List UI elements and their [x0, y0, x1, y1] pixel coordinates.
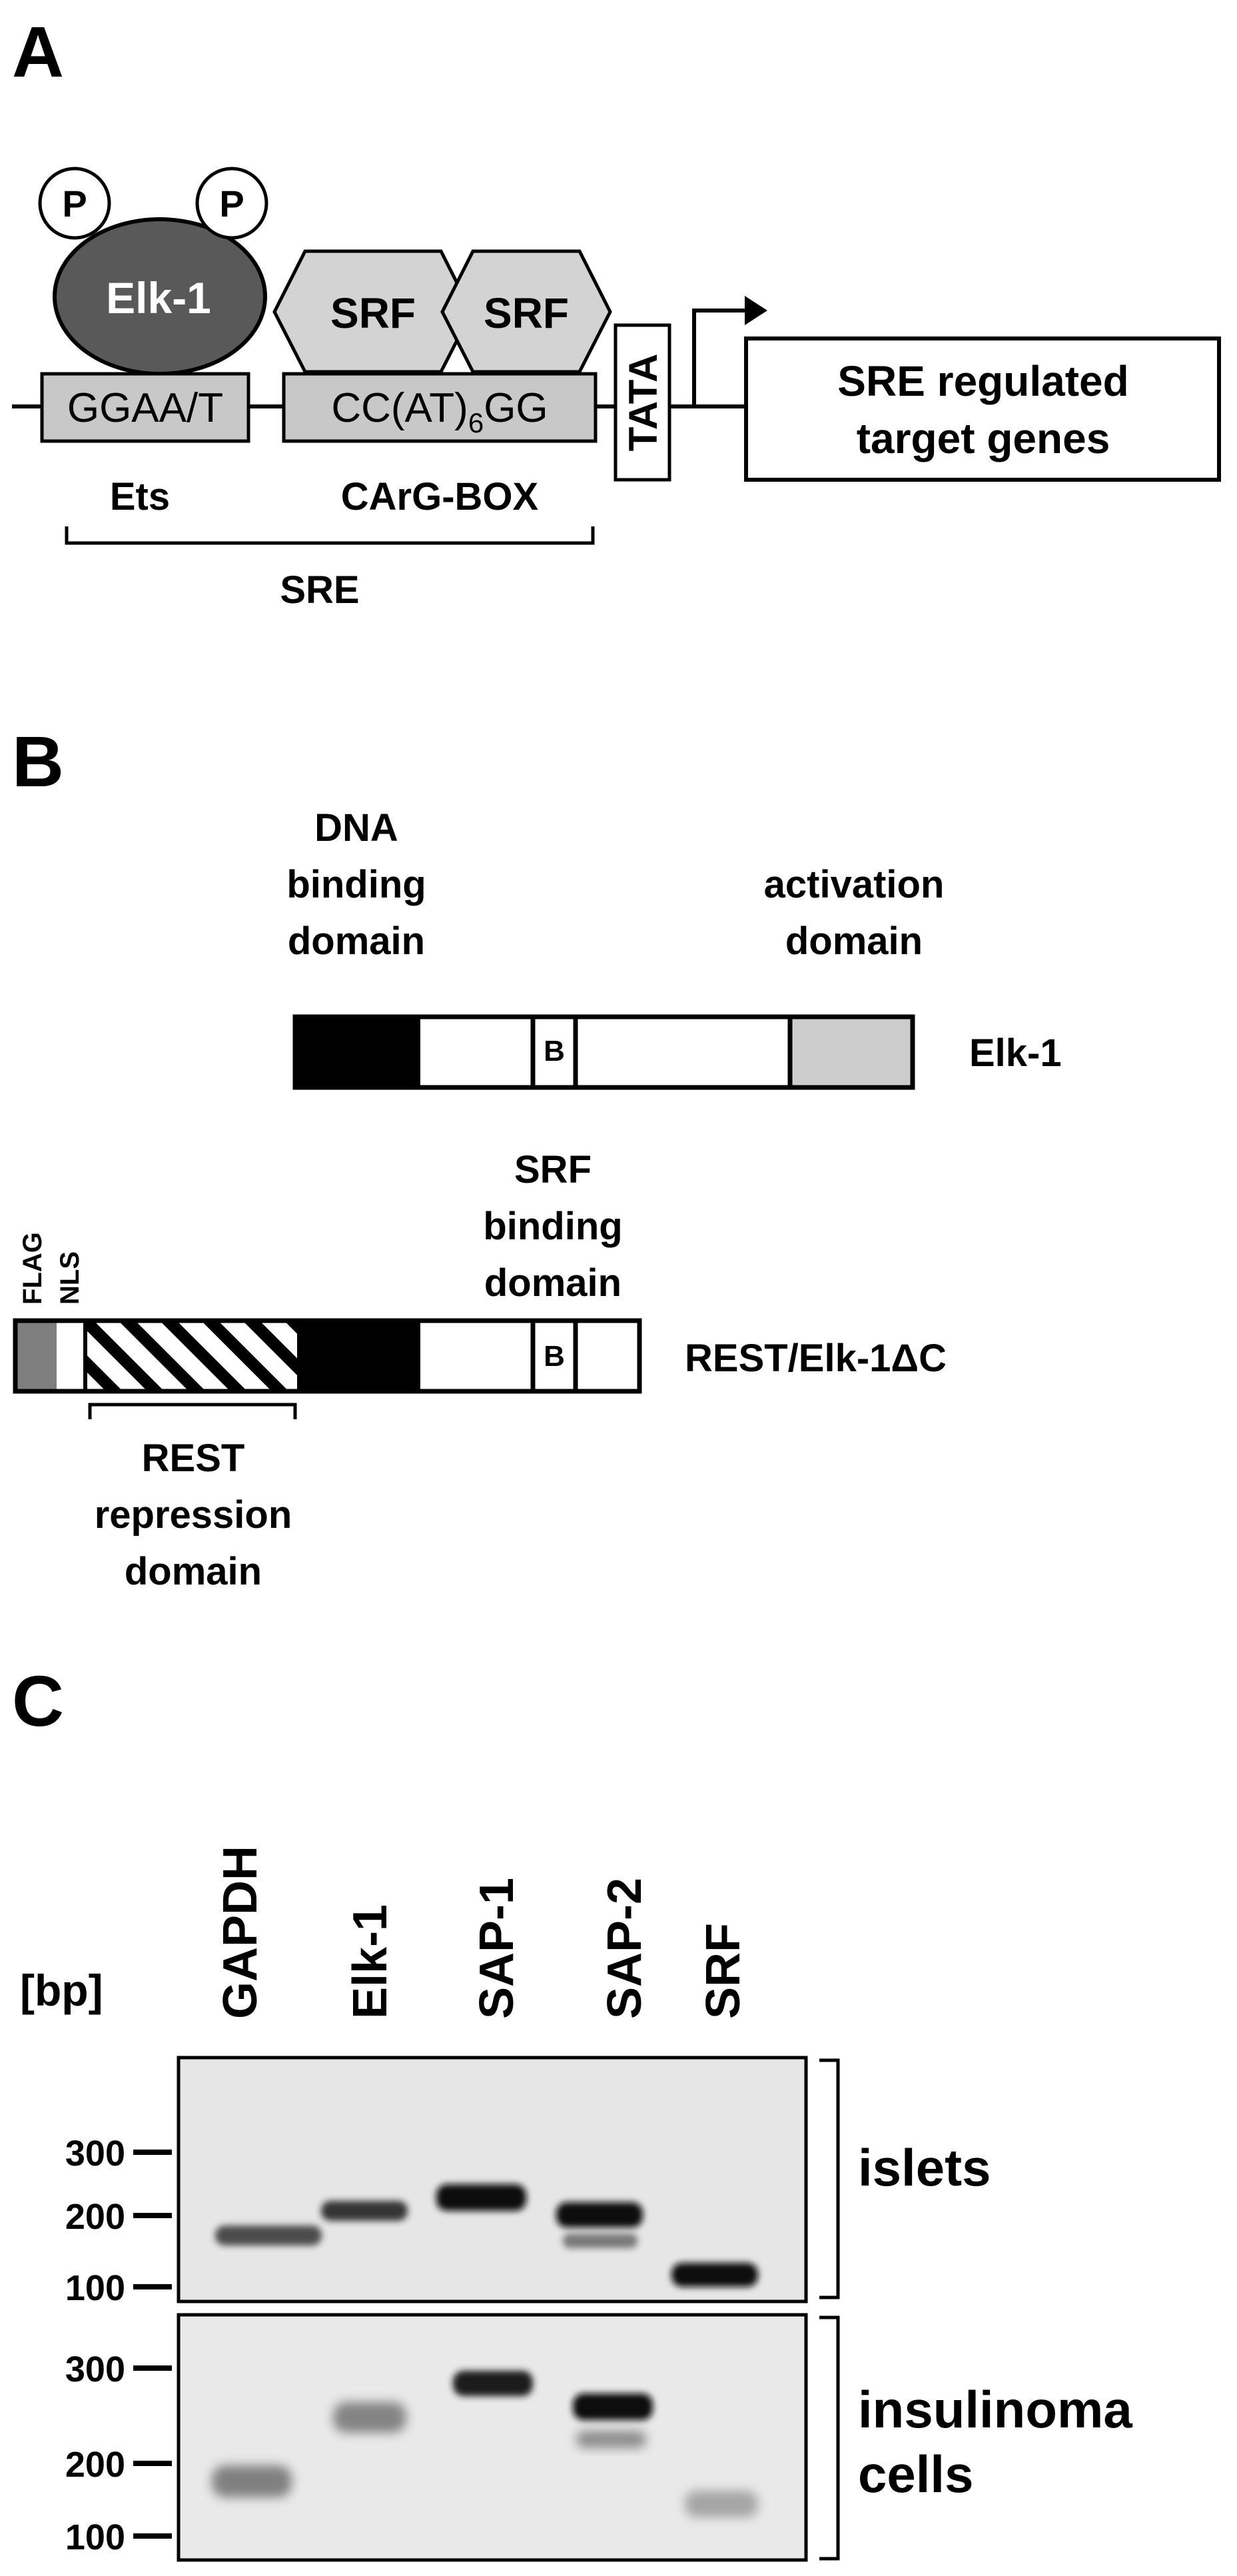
- dna-binding-line2: binding: [286, 863, 426, 906]
- panel-a-label: A: [12, 11, 64, 92]
- phospho-label-2: P: [219, 183, 244, 225]
- islets-bracket: [819, 2058, 840, 2299]
- elk1-b-label: B: [544, 1035, 565, 1067]
- lane-label-srf: SRF: [697, 1923, 750, 2019]
- band-islets-srf: [671, 2263, 758, 2287]
- panel-b-label: B: [12, 721, 64, 802]
- lane-label-sap1: SAP-1: [470, 1878, 524, 2019]
- lane-label-gapdh: GAPDH: [214, 1846, 267, 2019]
- dna-binding-line3: domain: [288, 920, 425, 963]
- carg-suffix: GG: [484, 385, 548, 431]
- band-islets-sap2-lower: [563, 2234, 637, 2248]
- rest-repression-segment: [85, 1321, 297, 1391]
- carg-subscript: 6: [468, 407, 484, 438]
- band-islets-sap1: [436, 2184, 526, 2211]
- srf-binding-line2: binding: [483, 1205, 622, 1248]
- phospho-circle-1: [38, 167, 111, 240]
- flag-segment: [15, 1321, 57, 1391]
- sre-label: SRE: [280, 568, 359, 612]
- tata-box: [614, 323, 671, 482]
- elk1-activation-segment: [787, 1014, 915, 1090]
- rest-elk1-domain-bar: B: [13, 1318, 642, 1394]
- nls-segment: [57, 1321, 85, 1391]
- elk1-bar-border: [292, 1014, 915, 1090]
- carg-box: [282, 372, 598, 443]
- panel-c: C GAPDH Elk-1 SAP-1 SAP-2 SRF [bp] 300 2…: [12, 1660, 1132, 2562]
- srf-binding-line1: SRF: [514, 1148, 592, 1191]
- marker-label-insulinoma-300: 300: [65, 2349, 125, 2389]
- rest-repression-line3: domain: [125, 1550, 262, 1593]
- activation-line1: activation: [764, 863, 945, 906]
- carg-prefix: CC(AT): [331, 385, 468, 431]
- rest-bar-border: [13, 1318, 642, 1394]
- marker-label-insulinoma-200: 200: [65, 2445, 125, 2485]
- marker-label-islets-100: 100: [65, 2268, 125, 2308]
- panel-a: A Elk-1 P P SRF SRF GGAA/T CC(AT)6GG TAT…: [12, 11, 1221, 612]
- band-insulinoma-sap2: [573, 2393, 653, 2420]
- lane-label-sap2: SAP-2: [598, 1878, 651, 2019]
- carg-sequence: CC(AT)6GG: [331, 385, 548, 438]
- gel-islets: [177, 2056, 808, 2303]
- srf-label-2: SRF: [484, 289, 569, 337]
- phospho-circle-2: [195, 167, 268, 240]
- elk1-domain-bar: B: [292, 1014, 915, 1090]
- band-insulinoma-elk1: [333, 2402, 406, 2433]
- srf-hexagon-2: [440, 249, 612, 374]
- panel-c-label: C: [12, 1660, 64, 1741]
- gel-insulinoma-frame: [177, 2313, 808, 2562]
- srf-hexagon-1: [272, 249, 474, 374]
- rest-repression-line1: REST: [142, 1437, 245, 1480]
- ets-label: Ets: [110, 475, 170, 518]
- lane-label-elk1: Elk-1: [344, 1904, 397, 2019]
- islets-label: islets: [858, 2138, 991, 2197]
- srf-binding-line3: domain: [484, 1261, 621, 1305]
- marker-label-islets-200: 200: [65, 2197, 125, 2237]
- rest-dna-binding-segment: [297, 1321, 420, 1391]
- flag-label: FLAG: [18, 1232, 47, 1305]
- ets-box: [40, 372, 250, 443]
- dna-binding-line1: DNA: [314, 806, 398, 850]
- target-genes-line2: target genes: [857, 414, 1110, 462]
- band-insulinoma-sap2-lower: [576, 2431, 646, 2448]
- target-genes-box: [744, 336, 1221, 482]
- ets-sequence: GGAA/T: [67, 385, 223, 431]
- gel-islets-frame: [177, 2056, 808, 2303]
- activation-line2: domain: [785, 920, 923, 963]
- band-islets-sap2: [556, 2202, 643, 2228]
- panel-b: B DNA binding domain activation domain B…: [12, 721, 1062, 1593]
- target-genes-line1: SRE regulated: [837, 357, 1128, 405]
- rest-repression-bracket: [88, 1403, 297, 1419]
- band-insulinoma-sap1: [453, 2371, 533, 2396]
- gel-insulinoma: [177, 2313, 808, 2562]
- rest-repression-line2: repression: [95, 1493, 292, 1537]
- band-islets-gapdh: [215, 2226, 322, 2246]
- srf-label-1: SRF: [330, 289, 416, 337]
- marker-label-insulinoma-100: 100: [65, 2517, 125, 2557]
- phospho-label-1: P: [62, 183, 87, 225]
- elk1-dna-binding-segment: [295, 1017, 420, 1087]
- band-insulinoma-srf: [685, 2491, 758, 2517]
- elk1-label: Elk-1: [106, 273, 211, 322]
- carg-box-label: CArG-BOX: [341, 475, 539, 518]
- tss-arrow-line: [692, 309, 745, 406]
- insulinoma-bracket: [819, 2315, 840, 2561]
- insulinoma-label-line2: cells: [858, 2445, 973, 2503]
- band-islets-elk1: [321, 2201, 408, 2221]
- rest-construct-name: REST/Elk-1ΔC: [685, 1337, 947, 1380]
- elk1-construct-name: Elk-1: [969, 1031, 1062, 1075]
- sre-bracket: [65, 526, 595, 545]
- band-insulinoma-gapdh: [212, 2465, 292, 2497]
- tss-arrowhead: [745, 296, 767, 325]
- nls-label: NLS: [55, 1251, 85, 1305]
- tata-label: TATA: [621, 354, 665, 452]
- rest-b-label: B: [544, 1340, 565, 1373]
- marker-label-islets-300: 300: [65, 2134, 125, 2174]
- bp-label: [bp]: [20, 1966, 103, 2015]
- insulinoma-label-line1: insulinoma: [858, 2380, 1132, 2439]
